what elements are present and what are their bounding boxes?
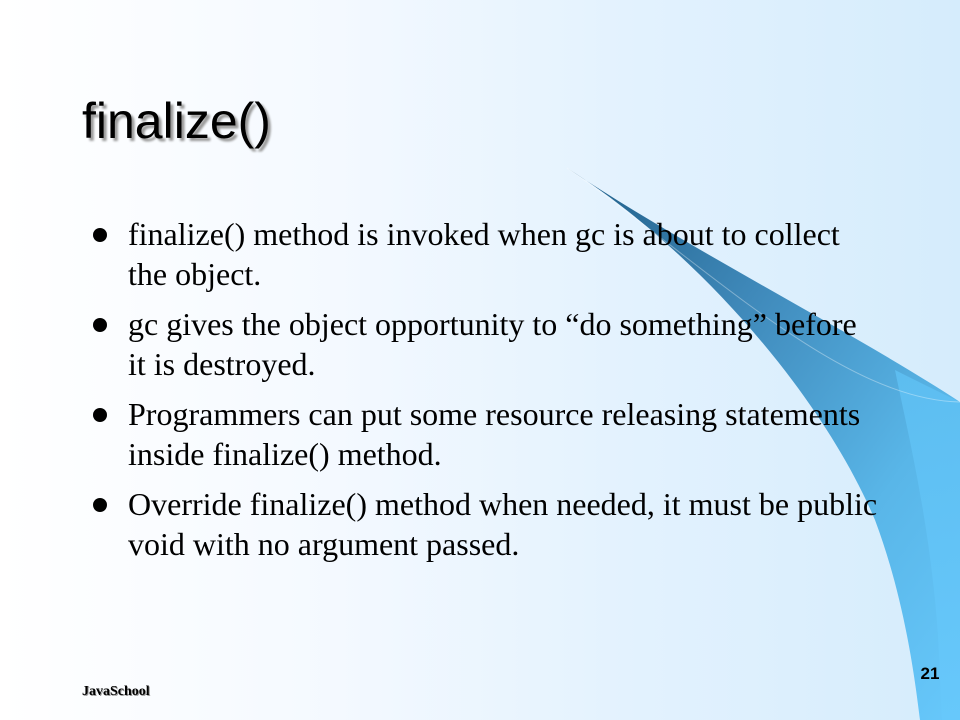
swoosh-highlight-line [566,167,960,403]
bullet-item: finalize() method is invoked when gc is … [88,214,878,294]
bullet-item: Override finalize() method when needed, … [88,484,878,564]
bullet-dot-icon [93,318,107,332]
footer-brand: JavaSchool [82,684,150,699]
bullet-dot-icon [93,498,107,512]
bullet-item: Programmers can put some resource releas… [88,394,878,474]
bullet-text: Programmers can put some resource releas… [128,396,861,472]
swoosh-band [567,168,960,720]
bullet-list: finalize() method is invoked when gc is … [88,214,878,574]
bullet-dot-icon [93,228,107,242]
bullet-text: gc gives the object opportunity to “do s… [128,306,857,382]
bullet-item: gc gives the object opportunity to “do s… [88,304,878,384]
slide-title: finalize() [82,93,271,149]
bullet-text: finalize() method is invoked when gc is … [128,216,840,292]
bullet-text: Override finalize() method when needed, … [128,486,878,562]
page-number: 21 [920,664,940,683]
bullet-dot-icon [93,408,107,422]
swoosh-right-fill [895,370,960,720]
